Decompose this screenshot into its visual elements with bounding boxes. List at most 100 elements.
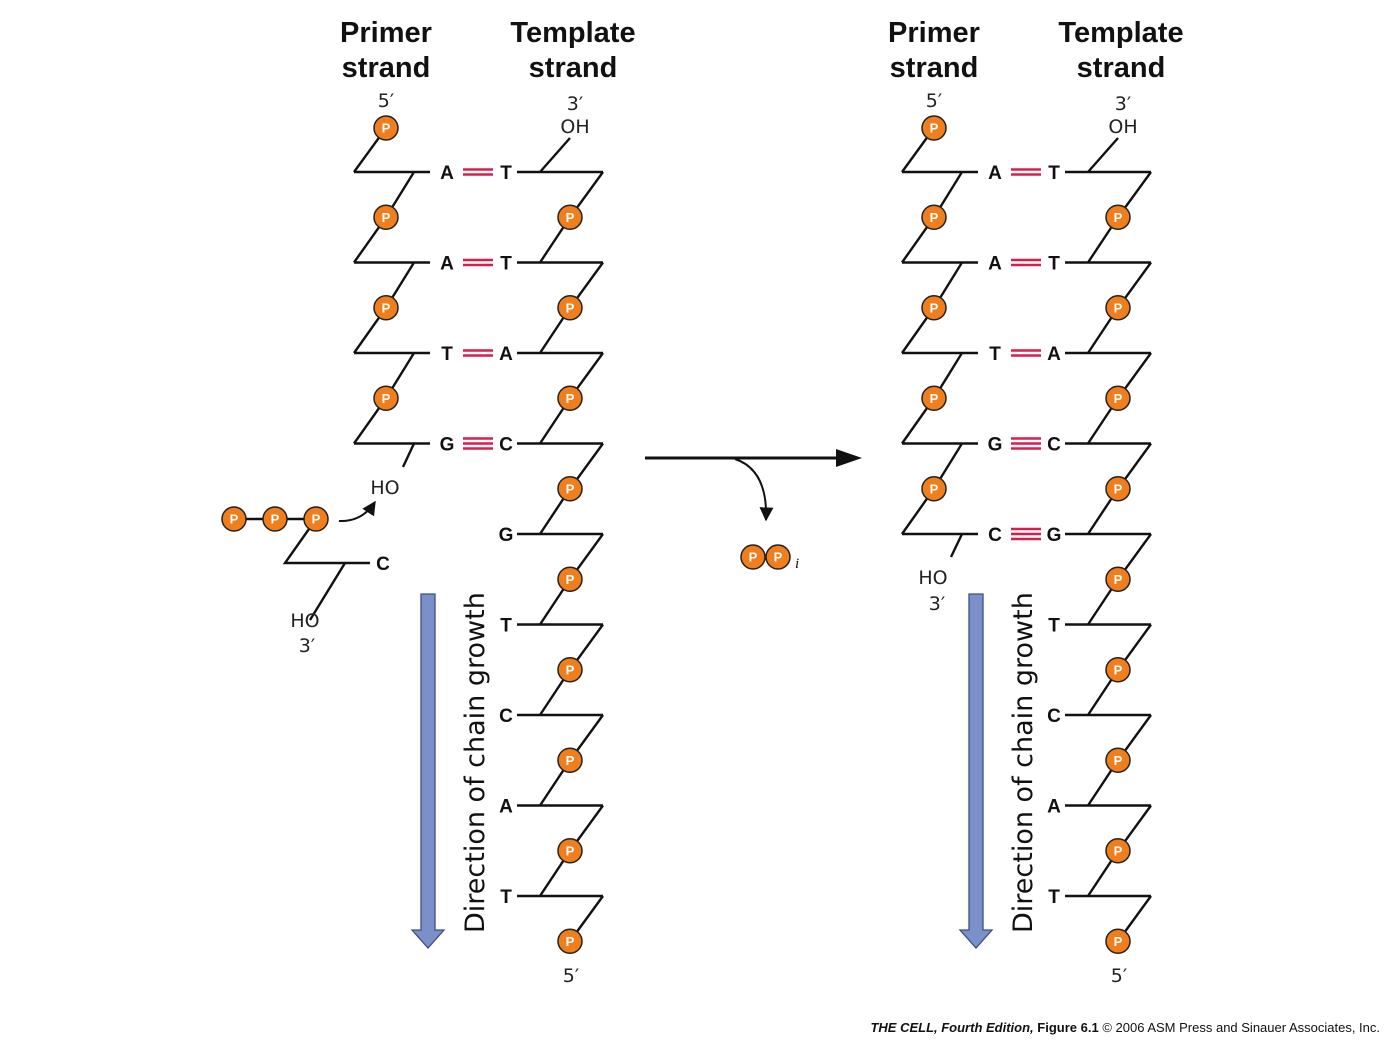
pyrophosphate-subscript: i [795, 556, 799, 572]
primer-header-line2: strand [890, 52, 979, 84]
primer-phosphate-1-label: P [930, 300, 939, 315]
byproduct-release-arrow [734, 458, 774, 522]
incoming-hydroxyl: HO [290, 610, 319, 632]
template-phosphate-8 [557, 928, 583, 954]
template-phosphate-4 [557, 566, 583, 592]
template-3-prime-end: 3′ [567, 93, 583, 115]
primer-phosphate-1-label: P [382, 300, 391, 315]
template-phosphate-6 [557, 747, 583, 773]
template-base-3: C [1047, 435, 1061, 456]
primer-hydroxyl: HO [370, 477, 399, 499]
template-phosphate-3 [557, 476, 583, 502]
primer-base-bg-3 [433, 432, 459, 455]
template-phosphate-7-label: P [1114, 843, 1123, 858]
template-phosphate-6 [1105, 747, 1131, 773]
primer-phosphate-1 [373, 295, 399, 321]
primer-5-prime-end: 5′ [926, 90, 942, 112]
primer-base-1: A [440, 254, 454, 275]
pyrophosphate-1 [765, 544, 791, 570]
primer-base-2: T [441, 344, 453, 365]
template-5-prime-end: 5′ [1111, 965, 1127, 987]
template-phosphate-0 [557, 204, 583, 230]
template-phosphate-5 [557, 657, 583, 683]
reaction-arrowhead [836, 449, 862, 467]
template-base-8: T [1048, 887, 1060, 908]
template-base-1: T [1048, 254, 1060, 275]
primer-phosphate-3 [921, 476, 947, 502]
template-base-7: A [1047, 797, 1061, 818]
incoming-3-prime-end: 3′ [299, 635, 315, 657]
primer-base-bg-1 [433, 251, 459, 274]
template-phosphate-8 [1105, 928, 1131, 954]
template-base-4: G [499, 525, 514, 546]
template-phosphate-0-label: P [566, 210, 575, 225]
template-header-line2: strand [1077, 52, 1166, 84]
primer-strand-backbone [901, 127, 978, 536]
template-base-3: C [499, 435, 513, 456]
template-phosphate-7-label: P [566, 843, 575, 858]
growth-direction-arrow [958, 593, 994, 949]
template-phosphate-4-label: P [1114, 572, 1123, 587]
primer-phosphate-1 [921, 295, 947, 321]
template-phosphate-6-label: P [1114, 753, 1123, 768]
primer-hydroxyl: HO [918, 567, 947, 589]
incoming-phosphate-gamma [221, 506, 247, 532]
template-phosphate-8-label: P [1114, 934, 1123, 949]
primer-base-bg-4 [981, 523, 1007, 545]
panel-before: PrimerstrandTemplatestrand5′3′OH5′PPPPPP… [221, 17, 636, 987]
figure-credit: THE CELL, Fourth Edition, Figure 6.1 © 2… [870, 1020, 1380, 1035]
template-phosphate-2-label: P [1114, 391, 1123, 406]
primer-phosphate-0-label: P [382, 210, 391, 225]
nucleophilic-attack-arrow [338, 500, 376, 523]
template-phosphate-3-label: P [1114, 481, 1123, 496]
primer-base-3: G [440, 435, 455, 456]
template-phosphate-1-label: P [1114, 300, 1123, 315]
template-base-6: C [1047, 706, 1061, 727]
template-phosphate-2 [1105, 385, 1131, 411]
growth-direction-label: Direction of chain growth [460, 592, 491, 933]
template-header-line1: Template [1058, 17, 1183, 49]
primer-5-prime-phosphate-label: P [382, 121, 391, 136]
template-phosphate-1 [557, 295, 583, 321]
template-phosphate-5-label: P [566, 662, 575, 677]
template-base-0: T [500, 163, 512, 184]
incoming-base: C [376, 554, 390, 575]
template-3-prime-end: 3′ [1115, 93, 1131, 115]
panel-after: PrimerstrandTemplatestrand5′3′OH5′PPPPPP… [888, 17, 1184, 987]
primer-3-prime-end: 3′ [929, 593, 945, 615]
template-phosphate-2-label: P [566, 391, 575, 406]
primer-phosphate-2 [921, 385, 947, 411]
primer-5-prime-end: 5′ [378, 90, 394, 112]
template-base-7: A [499, 797, 513, 818]
primer-base-0: A [440, 163, 454, 184]
primer-base-1: A [988, 254, 1002, 275]
primer-5-prime-phosphate [373, 115, 399, 141]
template-base-5: T [1048, 616, 1060, 637]
figure-number: Figure 6.1 [1037, 1020, 1099, 1035]
book-title: THE CELL, Fourth Edition, [870, 1020, 1034, 1035]
pyrophosphate-label-0: P [749, 550, 758, 565]
primer-header-line2: strand [342, 52, 431, 84]
template-base-5: T [500, 616, 512, 637]
template-phosphate-7 [557, 838, 583, 864]
primer-base-bg-0 [433, 161, 459, 183]
primer-base-4: C [988, 525, 1002, 546]
template-phosphate-3 [1105, 476, 1131, 502]
growth-direction-label: Direction of chain growth [1008, 592, 1039, 933]
incoming-phosphate-gamma-label: P [230, 512, 239, 527]
primer-3-prime-tail [949, 533, 964, 558]
template-5-prime-end: 5′ [563, 965, 579, 987]
primer-5-prime-phosphate-label: P [930, 121, 939, 136]
template-phosphate-0-label: P [1114, 210, 1123, 225]
primer-base-bg-2 [981, 342, 1007, 364]
primer-header-line1: Primer [888, 17, 980, 49]
primer-base-bg-1 [981, 251, 1007, 274]
template-phosphate-2 [557, 385, 583, 411]
template-phosphate-7 [1105, 838, 1131, 864]
primer-phosphate-0 [373, 204, 399, 230]
incoming-phosphate-beta [262, 506, 288, 532]
template-phosphate-4 [1105, 566, 1131, 592]
template-phosphate-5-label: P [1114, 662, 1123, 677]
